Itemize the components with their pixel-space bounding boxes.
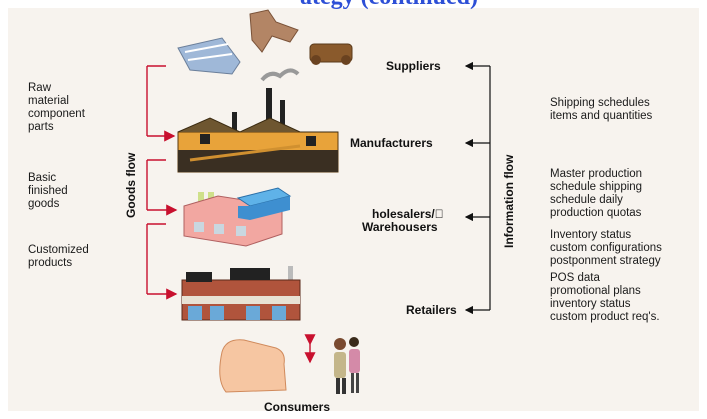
- node-manufacturers: Manufacturers: [350, 136, 433, 150]
- information-flow-arrows: [464, 61, 491, 315]
- info-label-production: Master production schedule shipping sche…: [550, 168, 643, 219]
- goods-label-customized-products: Customized products: [28, 244, 89, 269]
- node-wholesalers-line1: holesalers/⃞: [372, 207, 444, 221]
- node-consumers: Consumers: [264, 400, 331, 414]
- armchair-icon: [219, 339, 287, 393]
- goods-flow-label: Goods flow: [124, 152, 138, 218]
- raw-materials-icon: [177, 9, 353, 75]
- node-retailers: Retailers: [406, 303, 457, 317]
- info-label-inventory: Inventory status custom configurations p…: [550, 229, 662, 267]
- title-fragment: ategy (continued): [300, 0, 560, 10]
- information-flow-label: Information flow: [502, 154, 516, 248]
- node-warehousers: Warehousers: [362, 220, 438, 234]
- goods-flow-arrows: [146, 65, 316, 364]
- shoppers-icon: [334, 337, 360, 394]
- goods-label-raw-materials: Raw material component parts: [28, 82, 85, 133]
- node-suppliers: Suppliers: [386, 59, 441, 73]
- factory-icon: [177, 68, 339, 173]
- retail-store-icon: [181, 266, 301, 321]
- info-label-pos: POS data promotional plans inventory sta…: [550, 272, 660, 323]
- goods-label-finished-goods: Basic finished goods: [28, 172, 68, 210]
- warehouse-icon: [183, 187, 292, 247]
- info-label-shipping: Shipping schedules items and quantities: [550, 97, 653, 122]
